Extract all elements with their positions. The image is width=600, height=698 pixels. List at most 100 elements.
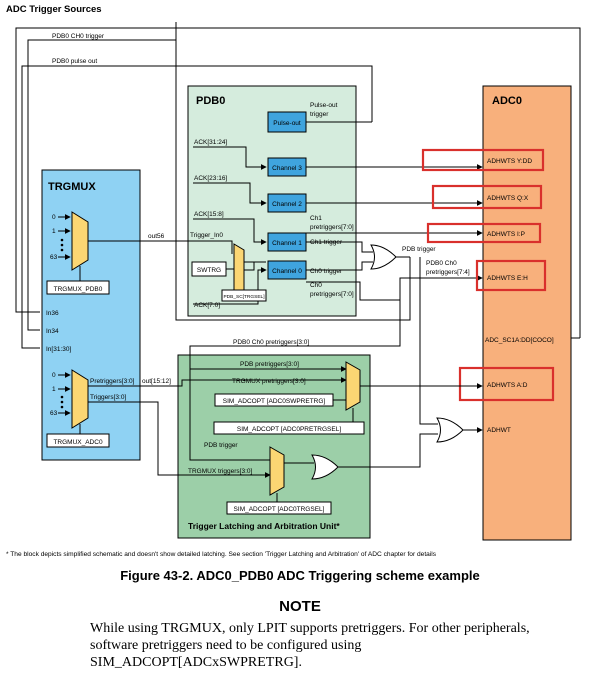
adhwts-qx-label: ADHWTS Q:X <box>487 195 529 202</box>
channel-0-pretrigger-output <box>306 275 483 301</box>
ch0-pretriggers-line2: pretriggers[7:0] <box>310 291 354 298</box>
tla-pdb-pretriggers-label: PDB pretriggers[3:0] <box>240 361 299 368</box>
channel-2-label: Channel 2 <box>272 201 302 208</box>
note-title: NOTE <box>279 598 321 615</box>
tla-trgmux-pretriggers-label: TRGMUX pretriggers[3:0] <box>232 378 306 385</box>
sim-trgsel-box <box>226 501 332 515</box>
trgmux-input-36: In36 <box>46 310 59 317</box>
channel-1-trigger-wire <box>306 241 373 253</box>
channel-0-trigger-wire <box>306 261 373 271</box>
trgmux-pdb0-box <box>46 280 110 295</box>
sim-trgsel-label: SIM_ADCOPT [ADC0TRGSEL] <box>234 506 325 513</box>
ack-7-0-label: ACK[7:0] <box>194 302 220 309</box>
pulse-out-label: Pulse-out <box>273 120 301 127</box>
mux-top-input-1: 1 <box>52 228 56 235</box>
trgmux-input-34: In34 <box>46 328 59 335</box>
mux-bot-input-1: 1 <box>52 386 56 393</box>
out56-label: out56 <box>148 233 165 240</box>
highlight-adhwts-ad <box>458 366 555 402</box>
highlight-adhwts-ip <box>426 222 542 244</box>
sim-pretrgsel-label: SIM_ADCOPT [ADC0PRETRGSEL] <box>237 426 341 433</box>
trgmux-pdb0-label: TRGMUX_PDB0 <box>54 286 103 293</box>
ack-23-16-line <box>193 182 267 206</box>
mux-top-input-63: 63 <box>50 254 58 261</box>
tla-or-out <box>338 433 438 468</box>
sim-swpretrg-label: SIM_ADCOPT [ADC0SWPRETRG] <box>223 398 326 405</box>
tla-title: Trigger Latching and Arbitration Unit* <box>188 521 340 531</box>
pdb-trigger-to-adhwt <box>419 257 438 425</box>
dot <box>60 400 64 404</box>
pdb0-pulse-out-label: PDB0 pulse out <box>52 58 97 65</box>
pdb0-pulse-out-line <box>21 65 373 349</box>
pretrigger-mux <box>345 361 361 411</box>
highlight-adhwts-yd <box>421 148 545 172</box>
dot <box>60 248 64 252</box>
dot <box>60 395 64 399</box>
trgmux-pretriggers-line <box>88 377 347 387</box>
adhwts-yd-label: ADHWTS Y:DD <box>487 158 532 165</box>
out-bus-label: out[15:12] <box>142 378 171 385</box>
triggers-label: Triggers[3:0] <box>90 394 126 401</box>
adc0-block <box>482 85 572 541</box>
pdb-trigger-label: PDB trigger <box>402 246 436 253</box>
trgmux-pdb0-mux <box>71 211 89 271</box>
channel-1-label: Channel 1 <box>272 240 302 247</box>
pdb-trigger-mux <box>233 243 245 297</box>
diagram-title: ADC Trigger Sources <box>6 4 102 15</box>
adhwts-ip-label: ADHWTS I:P <box>487 231 525 238</box>
tla-pdb0-ch0-pretriggers-label: PDB0 Ch0 pretriggers[3:0] <box>233 339 309 346</box>
adc-sc1a-label: ADC_SC1A:DD[COCO] <box>485 337 554 344</box>
adhwts-eh-label: ADHWTS E:H <box>487 275 528 282</box>
pdb0-ch0-trigger-label: PDB0 CH0 trigger <box>52 33 105 40</box>
pdb-ch0-pretriggers-feed <box>189 300 401 461</box>
out56-line <box>88 240 233 254</box>
dot <box>60 238 64 242</box>
ack-15-8-line <box>193 218 267 245</box>
tla-block <box>177 354 371 539</box>
mux-bot-input-0: 0 <box>52 372 56 379</box>
adhwt-label: ADHWT <box>487 427 511 434</box>
trgmux-adc0-label: TRGMUX_ADC0 <box>53 439 103 446</box>
adhwt-or-gate <box>436 417 464 443</box>
pdb0-ch0-line <box>27 39 176 331</box>
trgmux-block <box>41 169 141 461</box>
mux-top-input-0: 0 <box>52 214 56 221</box>
ch1-pretriggers-line2: pretriggers[7:0] <box>310 224 354 231</box>
highlight-adhwts-qx <box>431 184 543 210</box>
footnote: * The block depicts simplified schematic… <box>6 551 437 558</box>
trgmux-adc0-box <box>46 433 110 448</box>
tla-pdb-trigger-label: PDB trigger <box>204 442 238 449</box>
pdb-sc-box <box>221 289 267 302</box>
pretriggers-label: Pretriggers[3:0] <box>90 378 135 385</box>
adc0-title: ADC0 <box>492 95 522 107</box>
swtrg-label: SWTRG <box>197 267 221 274</box>
adhwts-ad-label: ADHWTS A:D <box>487 382 528 389</box>
tla-or-gate <box>311 454 339 480</box>
ch0-pretriggers-line1: Ch0 <box>310 282 322 289</box>
trgmux-input-31-30: In[31:30] <box>46 346 71 353</box>
mux-bot-input-63: 63 <box>50 410 58 417</box>
ack-23-16-label: ACK[23:16] <box>194 175 227 182</box>
pdb-sc-label: PDB_SC[TRGSEL] <box>223 294 264 300</box>
pdb0-ch0-pretriggers-line2: pretriggers[7:4] <box>426 269 470 276</box>
pulse-out-trigger-line2: trigger <box>310 111 329 118</box>
adc-coco-feedback-line <box>15 27 581 338</box>
ack-31-24-line <box>193 146 267 170</box>
trigger-mux-out-wire <box>244 262 255 271</box>
pulse-out-trigger-line1: Pulse-out <box>310 102 338 109</box>
trigger-in0-label: Trigger_In0 <box>190 232 223 239</box>
ack-7-0-line <box>193 267 267 305</box>
trgmux-title: TRGMUX <box>48 181 96 193</box>
trigger-mux <box>269 446 285 496</box>
trgmux-triggers-line <box>88 401 271 478</box>
figure-caption: Figure 43-2. ADC0_PDB0 ADC Triggering sc… <box>120 568 480 583</box>
channel-0-label: Channel 0 <box>272 268 302 275</box>
sim-pretrgsel-box <box>213 421 365 435</box>
pdb0-title: PDB0 <box>196 95 225 107</box>
highlight-adhwts-eh <box>475 259 547 292</box>
pdb0-ch0-pretriggers-line1: PDB0 Ch0 <box>426 260 457 267</box>
ack-15-8-label: ACK[15:8] <box>194 211 224 218</box>
channel-3-label: Channel 3 <box>272 165 302 172</box>
ch0-trigger-label: Ch0 trigger <box>310 268 343 275</box>
